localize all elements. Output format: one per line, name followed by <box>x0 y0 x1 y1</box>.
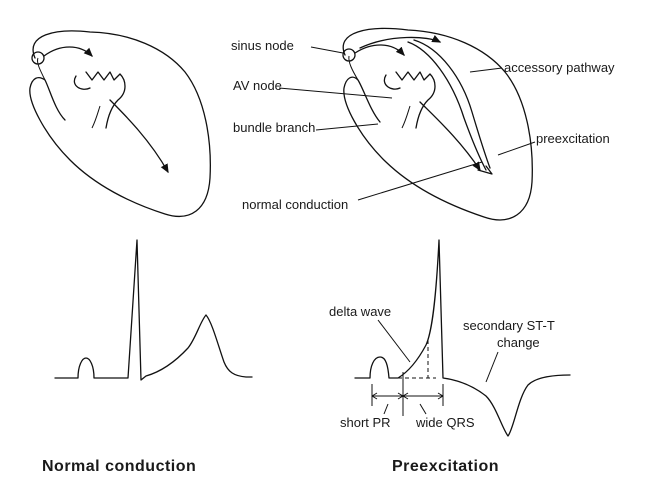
leader-accessory-pathway <box>469 67 503 73</box>
interval-markers <box>371 372 444 416</box>
label-secondary-st-t-line1: secondary ST-T <box>463 318 555 333</box>
bundle-left-pre <box>401 105 411 129</box>
conduction-arrow-to-av-pre <box>354 44 405 56</box>
delta-wave-leader <box>377 319 411 363</box>
caption-normal-conduction: Normal conduction <box>42 458 196 475</box>
av-node-pre <box>383 71 436 129</box>
caption-preexcitation: Preexcitation <box>392 458 499 475</box>
label-preexcitation: preexcitation <box>536 131 610 146</box>
av-node-normal <box>73 71 126 129</box>
label-bundle-branch: bundle branch <box>233 120 315 135</box>
accessory-pathway-line-2 <box>413 39 491 169</box>
label-wide-qrs: wide QRS <box>415 415 475 430</box>
label-short-pr: short PR <box>340 415 391 430</box>
accessory-pathway-arrow <box>359 35 442 49</box>
heart-preexcitation <box>342 27 533 221</box>
ecg-pre-trace <box>354 239 571 437</box>
normal-conduction-arrow-pre <box>419 101 481 172</box>
leader-short-pr <box>383 403 389 415</box>
heart-pre-septum <box>348 55 359 81</box>
leader-preexcitation <box>497 141 536 156</box>
leader-wide-qrs <box>419 403 427 415</box>
arrow-wide-qrs <box>402 392 444 400</box>
heart-normal-septum <box>37 57 46 81</box>
heart-normal <box>29 30 211 218</box>
heart-normal-outline <box>29 30 211 218</box>
label-delta-wave: delta wave <box>329 304 391 319</box>
ecg-preexcitation <box>354 239 571 437</box>
preexcitation-arrowheads <box>477 165 493 175</box>
label-normal-conduction: normal conduction <box>242 197 348 212</box>
label-accessory-pathway: accessory pathway <box>504 60 615 75</box>
leader-lines <box>278 46 536 201</box>
heart-pre-outline <box>342 27 533 221</box>
sinus-node-pre <box>342 48 356 62</box>
ecg-normal <box>54 239 253 381</box>
ecg-normal-trace <box>54 239 253 381</box>
conduction-arrow-to-av-normal <box>43 46 93 57</box>
leader-bundle-branch <box>315 123 379 131</box>
sinus-node-normal <box>31 51 45 65</box>
label-sinus-node: sinus node <box>231 38 294 53</box>
arrow-short-pr <box>371 392 404 400</box>
label-av-node: AV node <box>233 78 282 93</box>
bundle-left-normal <box>91 105 101 129</box>
accessory-pathway-line-1 <box>407 41 487 171</box>
leader-av-node <box>278 87 393 99</box>
leader-sinus-node <box>310 46 344 54</box>
leader-normal-conduction <box>357 161 483 201</box>
secondary-st-t-leader <box>485 351 499 383</box>
label-secondary-st-t-line2: change <box>497 335 540 350</box>
normal-conduction-arrow-left <box>109 99 169 174</box>
